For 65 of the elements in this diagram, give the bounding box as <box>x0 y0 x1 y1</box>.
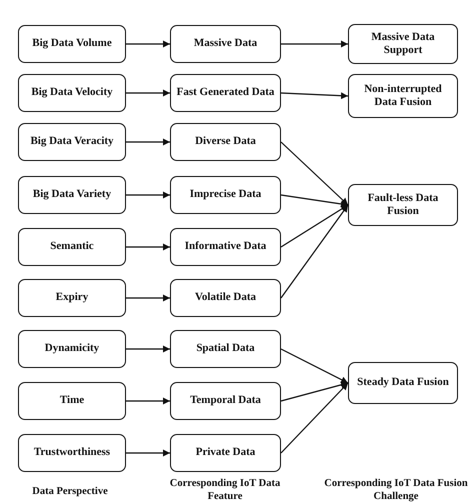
process-box <box>18 382 126 420</box>
box-label: Expiry <box>56 291 88 305</box>
process-box <box>170 228 281 266</box>
box-label: Massive Data <box>194 37 258 51</box>
process-box <box>170 176 281 214</box>
box-label: Non-interrupted Data Fusion <box>363 82 443 110</box>
arrow <box>280 204 348 298</box>
arrow <box>280 382 348 454</box>
arrow <box>280 194 348 208</box>
process-box <box>348 74 458 118</box>
process-box <box>348 184 458 226</box>
process-box <box>170 382 281 420</box>
box-label: Diverse Data <box>195 135 256 149</box>
column-caption: Data Perspective <box>31 486 109 499</box>
box-label: Big Data Veracity <box>30 135 114 149</box>
box-label: Fault-less Data Fusion <box>366 192 440 218</box>
box-label: Time <box>60 394 84 408</box>
process-box <box>348 362 458 404</box>
box-label: Imprecise Data <box>190 188 262 202</box>
process-box <box>18 176 126 214</box>
process-box <box>18 228 126 266</box>
column-caption: Corresponding IoT Data Feature <box>168 478 282 503</box>
box-label: Big Data Variety <box>32 188 112 202</box>
box-label: Trustworthiness <box>34 446 110 460</box>
arrow <box>280 204 348 248</box>
process-box <box>18 123 126 161</box>
arrow <box>280 381 348 402</box>
process-box <box>18 330 126 368</box>
arrow <box>280 348 348 384</box>
box-label: Volatile Data <box>194 291 256 305</box>
box-label: Big Data Volume <box>32 37 112 51</box>
box-label: Spatial Data <box>196 342 255 356</box>
arrow <box>126 450 170 456</box>
box-label: Private Data <box>196 446 256 460</box>
arrow <box>126 398 170 404</box>
box-label: Temporal Data <box>190 394 261 408</box>
arrow <box>126 346 170 352</box>
arrow <box>126 244 170 250</box>
arrow <box>126 90 170 96</box>
arrow <box>126 40 170 48</box>
process-box <box>170 434 281 472</box>
arrow <box>280 92 348 100</box>
arrow <box>126 294 170 302</box>
box-label: Informative Data <box>184 240 266 254</box>
arrow <box>126 192 170 198</box>
process-box <box>18 279 126 317</box>
column-caption: Corresponding IoT Data Fusion Challenge <box>323 478 469 503</box>
process-box <box>18 25 126 63</box>
box-label: Big Data Velocity <box>31 86 113 100</box>
process-box <box>170 25 281 63</box>
arrow <box>280 142 348 206</box>
process-box <box>18 74 126 112</box>
box-label: Fast Generated Data <box>176 86 274 100</box>
process-box <box>170 330 281 368</box>
box-label: Semantic <box>50 240 94 254</box>
process-box <box>348 24 458 64</box>
process-box <box>170 74 281 112</box>
arrow <box>281 40 348 48</box>
process-box <box>170 279 281 317</box>
box-label: Dynamicity <box>44 342 100 356</box>
process-box <box>18 434 126 472</box>
box-label: Massive Data Support <box>370 30 436 58</box>
box-label: Steady Data Fusion <box>357 376 449 390</box>
arrow <box>126 138 170 146</box>
process-box <box>170 123 281 161</box>
